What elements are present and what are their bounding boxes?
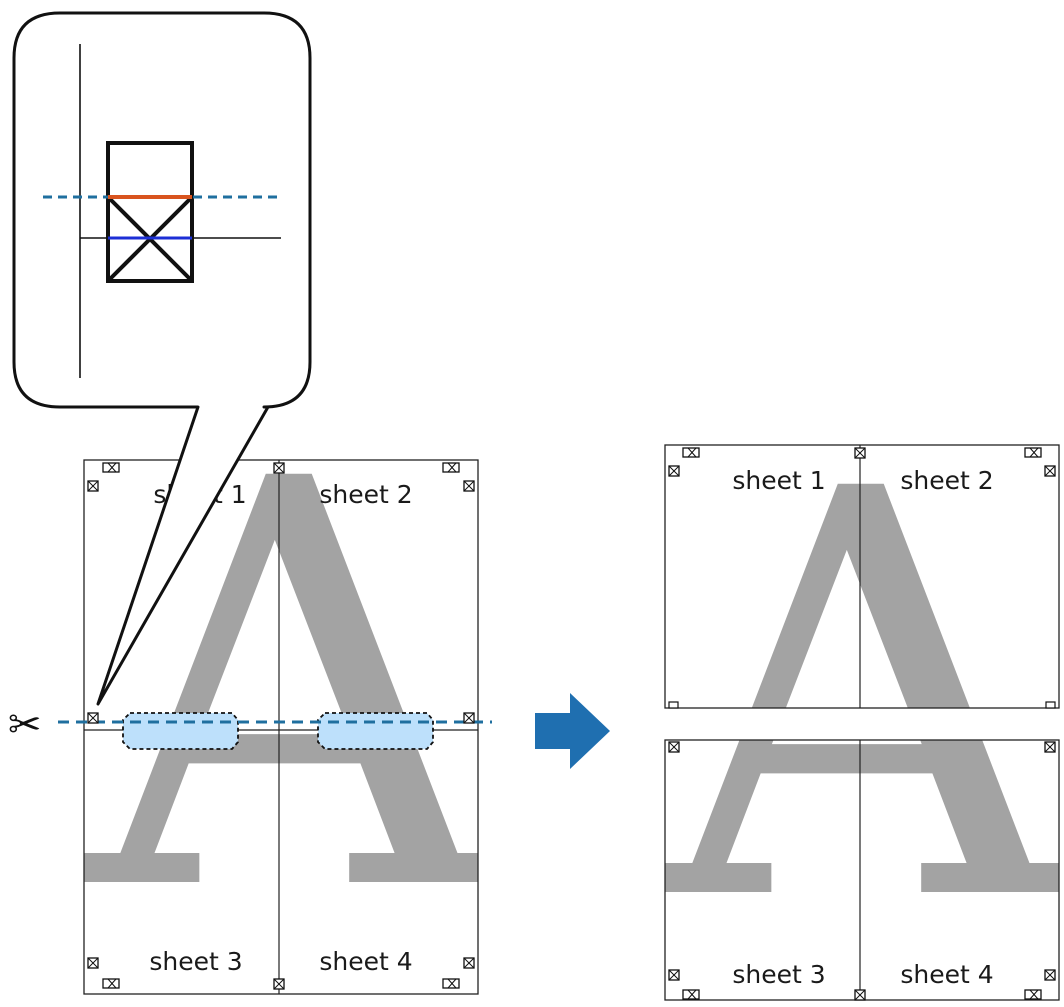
left-sheet-2-label: sheet 2 [319,480,412,509]
left-sheet-3-label: sheet 3 [149,947,242,976]
arrow-right-icon [535,693,610,769]
right-panel: A A sheet 1 sheet 2 sheet 3 sheet 4 [651,373,1064,1007]
right-sheet-3-label: sheet 3 [732,960,825,989]
right-top-frame [664,444,1060,709]
right-big-letter-top: A [651,373,1064,1007]
right-sheet-1-label: sheet 1 [732,466,825,495]
right-big-letter-bottom: A [651,373,1064,1007]
right-sheet-4-label: sheet 4 [900,960,993,989]
right-registration-marks [668,447,1056,1001]
left-panel: A A ✂ sheet 1 sheet 2 sheet 3 sheet 4 [8,11,499,1007]
left-big-letter-bottom: A [79,363,499,1007]
left-sheet-4-label: sheet 4 [319,947,412,976]
scissors-icon: ✂ [8,702,42,748]
zoom-callout [12,11,312,706]
right-sheet-2-label: sheet 2 [900,466,993,495]
right-letter-top-group: A [651,373,1064,1007]
glue-area-right [317,712,434,750]
left-letter-bottom-group: A [79,363,499,1007]
left-sheet-frame [83,459,479,995]
right-letter-bottom-group: A [651,373,1064,1007]
glue-area-left [122,712,239,750]
